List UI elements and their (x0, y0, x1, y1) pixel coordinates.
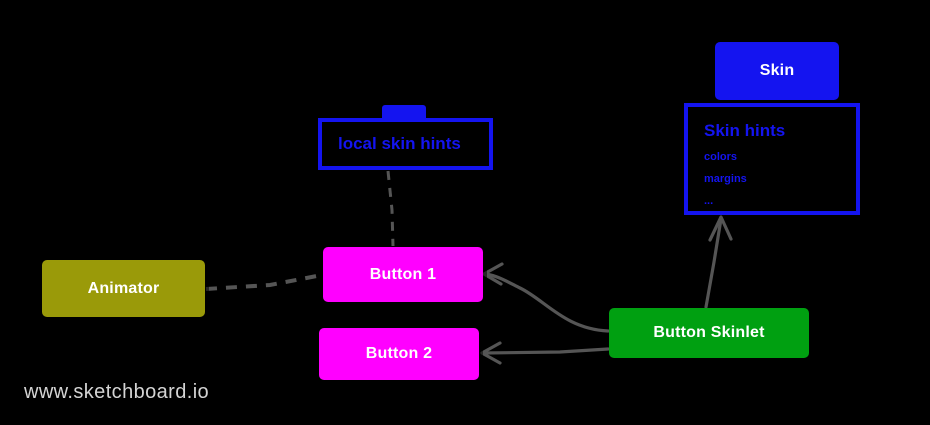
edge-local-skin-hints-to-button1 (386, 170, 395, 247)
node-button-1[interactable]: Button 1 (323, 247, 483, 302)
node-button-skinlet-label: Button Skinlet (653, 324, 765, 342)
node-button-2[interactable]: Button 2 (319, 328, 479, 380)
node-local-skin-hints-title: local skin hints (338, 134, 461, 154)
node-skin-hints[interactable]: Skin hints colors margins ... (684, 103, 860, 215)
arrowhead-skin-hints (708, 215, 733, 242)
node-button-skinlet[interactable]: Button Skinlet (609, 308, 809, 358)
node-skin-hints-line-colors: colors (704, 150, 738, 163)
node-animator-label: Animator (87, 279, 160, 297)
node-animator[interactable]: Animator (42, 260, 205, 317)
node-skin-hints-title: Skin hints (704, 121, 786, 140)
node-skin[interactable]: Skin (715, 42, 839, 100)
edge-button-skinlet-to-skin-hints (704, 217, 723, 309)
node-skin-label: Skin (759, 62, 795, 80)
arrowhead-button1 (482, 262, 504, 286)
node-button-2-label: Button 2 (365, 345, 433, 363)
edge-animator-to-button1 (205, 273, 323, 291)
node-button-1-label: Button 1 (369, 265, 437, 283)
arrowhead-button2 (480, 341, 502, 365)
edge-button-skinlet-to-button2 (482, 347, 610, 355)
node-skin-hints-line-margins: margins (704, 172, 747, 185)
note-tab-icon (382, 105, 426, 121)
watermark: www.sketchboard.io (24, 381, 210, 403)
edge-button-skinlet-to-button1 (484, 272, 610, 333)
node-skin-hints-line-ellipsis: ... (704, 194, 714, 207)
node-local-skin-hints[interactable]: local skin hints (318, 118, 493, 170)
